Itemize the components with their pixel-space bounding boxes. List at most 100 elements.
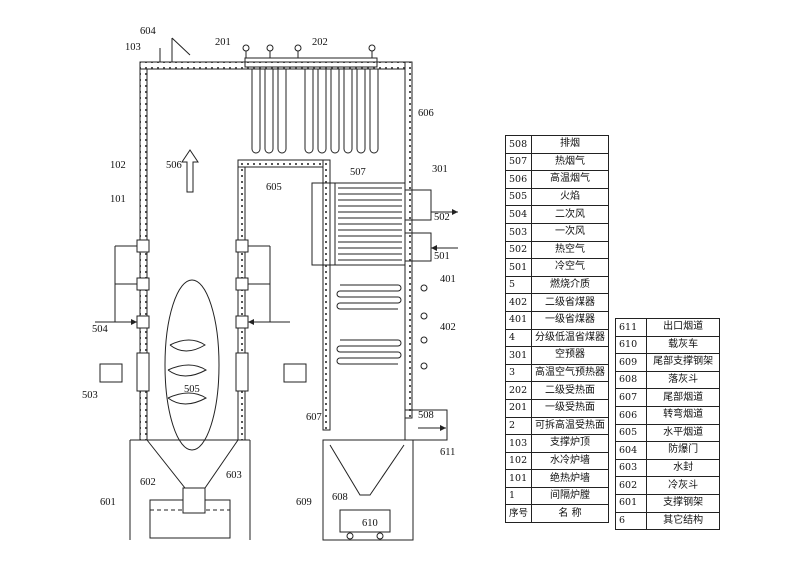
legend-code: 602 <box>614 476 648 495</box>
label-402: 402 <box>440 322 456 333</box>
label-401: 401 <box>440 274 456 285</box>
label-506: 506 <box>166 160 182 171</box>
legend-name: 二次风 <box>531 205 610 224</box>
label-610: 610 <box>362 518 378 529</box>
legend-code: 605 <box>614 423 648 443</box>
legend-name: 热烟气 <box>531 152 610 172</box>
legend-name: 热空气 <box>531 240 610 260</box>
legend-code: 4 <box>504 328 533 348</box>
legend-code: 611 <box>614 318 648 337</box>
label-507: 507 <box>350 167 366 178</box>
legend-code: 501 <box>504 258 533 277</box>
legend-code: 601 <box>614 493 648 513</box>
legend-code: 608 <box>614 370 648 390</box>
legend-code: 609 <box>614 353 648 372</box>
legend-code: 505 <box>504 187 533 207</box>
label-504: 504 <box>92 324 109 335</box>
legend-header: 序号名 称 <box>504 504 610 524</box>
legend-name: 冷空气 <box>531 258 610 277</box>
label-501: 501 <box>434 251 450 262</box>
legend-name: 二级省煤器 <box>531 293 610 312</box>
legend-code: 607 <box>614 388 648 407</box>
label-202: 202 <box>312 37 328 48</box>
legend-name: 支撑炉顶 <box>531 434 610 453</box>
legend-code: 507 <box>504 152 533 172</box>
legend-name: 支撑钢架 <box>646 493 720 513</box>
legend-name: 防爆门 <box>646 441 720 460</box>
legend-name: 间隔炉膛 <box>531 486 610 506</box>
legend-code: 2 <box>504 416 533 436</box>
legend-code: 1 <box>504 486 533 506</box>
explosion-door <box>159 37 191 62</box>
legend-code: 3 <box>504 363 533 383</box>
legend-code: 506 <box>504 170 533 189</box>
label-505: 505 <box>184 384 200 395</box>
legend-code: 101 <box>504 469 533 488</box>
label-611: 611 <box>440 447 455 458</box>
legend-code: 5 <box>504 275 533 295</box>
legend-name: 高温烟气 <box>531 170 610 189</box>
label-301: 301 <box>432 164 448 175</box>
label-503: 503 <box>82 390 98 401</box>
header-code: 序号 <box>504 504 533 524</box>
label-609: 609 <box>296 497 312 508</box>
legend-code: 502 <box>504 240 533 260</box>
label-601: 601 <box>100 497 116 508</box>
legend-name: 一级受热面 <box>531 398 610 418</box>
label-502: 502 <box>434 212 450 223</box>
legend-name: 一次风 <box>531 222 610 242</box>
label-604: 604 <box>140 26 157 37</box>
legend-code: 103 <box>504 434 533 453</box>
legend-code: 202 <box>504 381 533 400</box>
legend-name: 转弯烟道 <box>646 405 720 425</box>
label-103: 103 <box>125 42 141 53</box>
tail-duct <box>311 182 458 541</box>
label-608: 608 <box>332 492 348 503</box>
legend-name: 其它结构 <box>646 511 720 531</box>
legend-name: 出口烟道 <box>646 318 720 337</box>
legend-code: 508 <box>504 135 533 154</box>
legend-name: 燃烧介质 <box>531 275 610 295</box>
label-602: 602 <box>140 477 156 488</box>
label-606: 606 <box>418 108 434 119</box>
legend-code: 603 <box>614 458 648 478</box>
label-201: 201 <box>215 37 231 48</box>
legend-code: 606 <box>614 405 648 425</box>
legend-code: 201 <box>504 398 533 418</box>
legend-name: 火焰 <box>531 187 610 207</box>
legend-code: 504 <box>504 205 533 224</box>
legend-code: 503 <box>504 222 533 242</box>
header-name: 名 称 <box>531 504 610 524</box>
legend-code: 610 <box>614 335 648 355</box>
legend-name: 二级受热面 <box>531 381 610 400</box>
